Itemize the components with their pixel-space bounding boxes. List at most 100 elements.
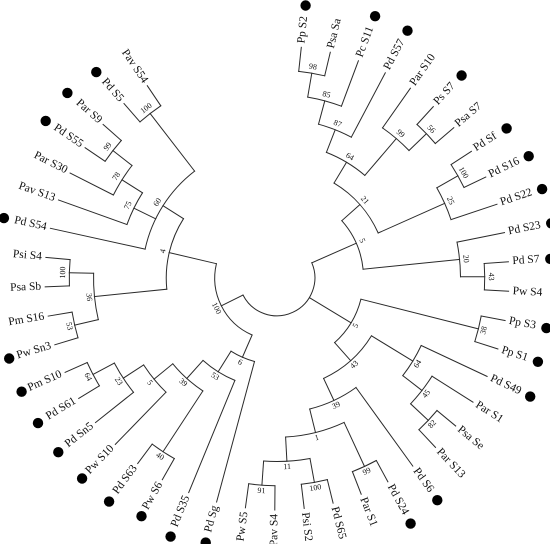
leaf: Pw S6 <box>136 480 165 522</box>
branch-segment <box>162 205 185 220</box>
leaf-marker <box>53 447 64 458</box>
leaf: Par S1 <box>473 399 505 426</box>
leaf: Par S1 <box>357 496 379 529</box>
branch-segment <box>161 457 175 481</box>
leaf-marker <box>532 356 544 367</box>
support-value: 75 <box>122 200 134 211</box>
leaf-label: Par S13 <box>434 446 468 481</box>
branch-segment <box>474 340 499 350</box>
leaf-label: Par S9 <box>74 97 105 126</box>
leaf-marker <box>136 511 147 522</box>
branch-arc <box>242 262 316 317</box>
leaf-label: Pd Sg <box>202 504 221 534</box>
branch-segment <box>121 179 144 194</box>
branch-segment <box>44 285 70 288</box>
branch-segment <box>188 379 236 494</box>
support-value: 87 <box>332 118 343 129</box>
leaf-label: Psa Sb <box>10 281 42 294</box>
leaf-marker <box>0 212 10 224</box>
branch-segment <box>408 132 428 152</box>
leaf: Psa Sa <box>325 17 344 49</box>
branch-segment <box>375 459 389 483</box>
leaf: Pd S23 <box>507 218 550 237</box>
branch-segment <box>300 483 305 509</box>
branch-segment <box>217 350 232 373</box>
leaf: Pav S54 <box>119 47 150 85</box>
branch-segment <box>431 375 474 403</box>
support-value: 20 <box>461 254 471 263</box>
branch-segment <box>114 391 167 446</box>
branch-segment <box>362 258 461 270</box>
leaf-label: Ps S7 <box>431 80 457 107</box>
support-value: 91 <box>257 486 266 496</box>
branch-segment <box>261 460 265 486</box>
support-value: 25 <box>445 195 456 206</box>
branch-segment <box>450 203 498 221</box>
branch-segment <box>370 335 414 362</box>
leaf-marker <box>4 353 15 364</box>
leaf: Pw S5 <box>235 511 251 542</box>
branch-segment <box>307 72 313 98</box>
branch-segment <box>84 147 106 162</box>
leaf-label: Pd S61 <box>44 395 79 422</box>
leaf-label: Pw S4 <box>512 285 543 299</box>
leaf: Pd S57 <box>381 25 413 72</box>
leaf-marker <box>405 518 416 529</box>
leaf: Pp S3 <box>508 315 550 334</box>
branch-segment <box>78 385 101 400</box>
leaf-marker <box>40 115 51 127</box>
leaf: Pw Sn3 <box>4 340 53 364</box>
branch-segment <box>325 129 336 154</box>
leaf-label: Pd S22 <box>499 186 534 208</box>
branch-segment <box>47 311 73 317</box>
leaf: Psa Se <box>455 424 486 453</box>
branch-segment <box>68 272 95 274</box>
leaf-label: Pm S10 <box>26 368 64 394</box>
leaf: Psi S2 <box>299 512 314 543</box>
branch-segment <box>153 363 174 380</box>
leaf: Pd S5 <box>91 66 126 105</box>
leaf-label: Psi S4 <box>12 248 42 263</box>
branch-segment <box>162 390 204 453</box>
branch-segment <box>434 126 455 145</box>
support-value: 40 <box>154 450 166 462</box>
branch-segment <box>364 137 398 177</box>
leaf: Psi S4 <box>12 248 42 263</box>
support-value: 98 <box>308 62 317 72</box>
branch-segment <box>309 457 315 483</box>
support-value: 78 <box>110 170 122 182</box>
leaf: Pd S6 <box>411 466 443 506</box>
branch-segment <box>186 359 204 380</box>
leaf-marker <box>200 537 211 544</box>
support-value: 64 <box>412 358 424 370</box>
leaf-label: Par S30 <box>32 149 70 176</box>
leaf-label: Pd S55 <box>51 122 85 151</box>
support-value: 6 <box>237 357 244 367</box>
branch-segment <box>123 102 141 123</box>
branch-segment <box>381 87 412 129</box>
support-value: 4 <box>158 248 168 254</box>
leaf-label: Pc S11 <box>354 25 376 59</box>
branch-segment <box>340 60 360 107</box>
branch-segment <box>93 288 168 298</box>
branch-segment <box>333 341 352 362</box>
leaf-marker <box>501 123 512 134</box>
leaf: Pd S55 <box>40 115 86 151</box>
leaf-label: Pd S5 <box>99 76 126 105</box>
support-value: 100 <box>210 301 223 316</box>
branch-segment <box>480 315 506 322</box>
support-value: 36 <box>84 293 94 302</box>
leaf-marker <box>62 87 73 99</box>
leaf-marker <box>32 417 44 429</box>
support-value: 100 <box>309 482 322 493</box>
branch-segment <box>285 436 288 462</box>
leaf-marker <box>546 218 550 229</box>
leaf-label: Pp S3 <box>508 315 537 332</box>
branch-segment <box>215 360 256 503</box>
branch-segment <box>146 85 162 107</box>
support-value: 64 <box>82 371 94 382</box>
support-value: 39 <box>331 400 342 412</box>
leaf-label: Pav S13 <box>17 180 57 204</box>
support-value: 85 <box>321 89 331 100</box>
branch-segment <box>92 362 116 376</box>
